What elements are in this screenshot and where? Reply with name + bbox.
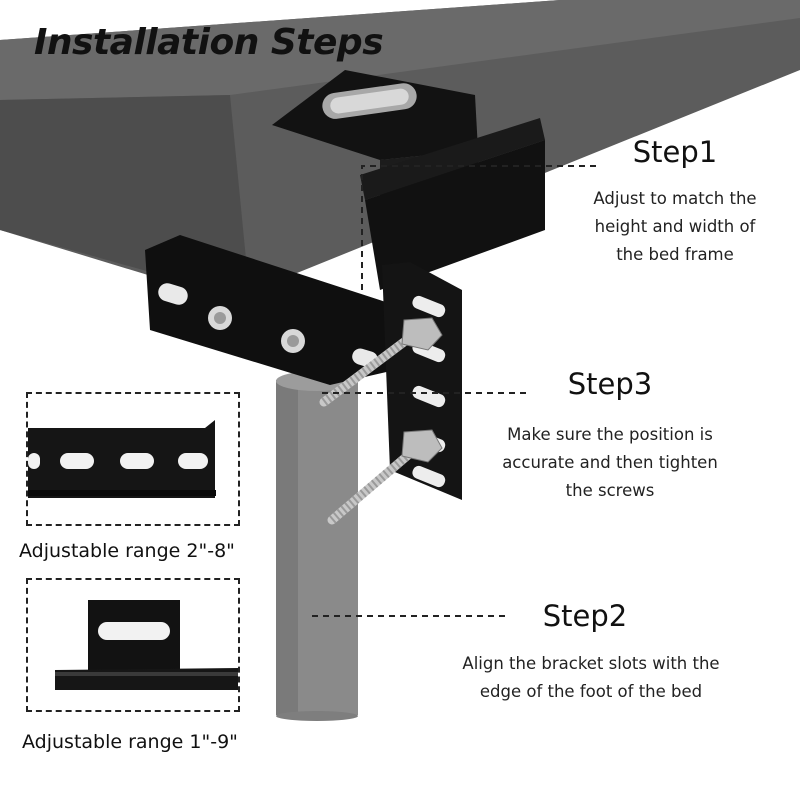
bolt-upper xyxy=(319,317,443,407)
step1-heading: Step1 xyxy=(632,135,718,169)
bed-leg xyxy=(276,371,358,721)
inset-hook-drawing xyxy=(55,600,238,690)
inset-channel-drawing xyxy=(28,420,216,498)
leader-lines xyxy=(312,165,598,617)
step1-description: Adjust to match the height and width of … xyxy=(593,189,757,264)
step3-description: Make sure the position is accurate and t… xyxy=(502,425,718,500)
step2-heading: Step2 xyxy=(542,599,628,633)
channel-bracket xyxy=(360,118,545,290)
slotted-bracket xyxy=(145,235,395,385)
page-title: Installation Steps xyxy=(34,22,384,63)
range-inset-box-2 xyxy=(26,578,240,712)
bolt-lower xyxy=(327,429,443,525)
range-label-1: Adjustable range 2"-8" xyxy=(19,540,235,562)
range-inset-box-1 xyxy=(26,392,240,526)
step3-heading: Step3 xyxy=(567,367,653,401)
step2-description: Align the bracket slots with the edge of… xyxy=(462,654,720,701)
range-label-2: Adjustable range 1"-9" xyxy=(22,731,238,753)
